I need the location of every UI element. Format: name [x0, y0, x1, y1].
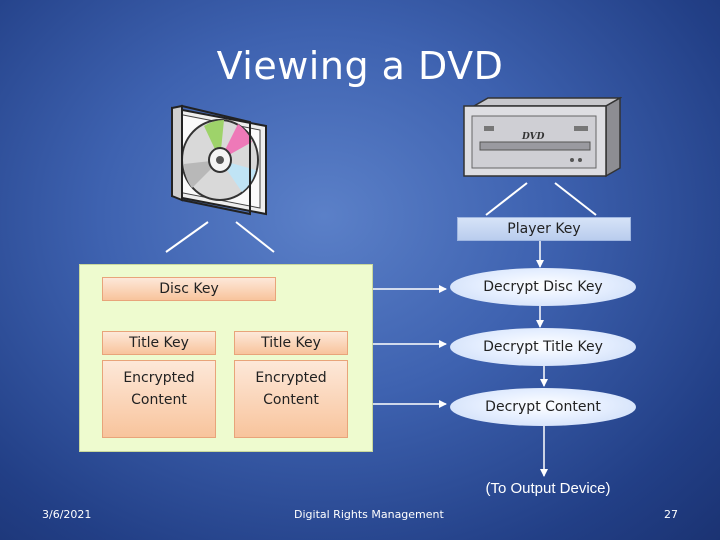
dvd-case-icon [164, 104, 274, 220]
player-key-box: Player Key [457, 217, 631, 241]
disc-key-box: Disc Key [102, 277, 276, 301]
case-link-line-right [236, 222, 274, 252]
encrypted-content-1-line2: Content [103, 389, 215, 411]
decrypt-content-step: Decrypt Content [450, 388, 636, 426]
footer-text: Digital Rights Management [294, 508, 444, 521]
dvd-player-icon: DVD [462, 96, 622, 180]
encrypted-content-2-line2: Content [235, 389, 347, 411]
output-device-label: (To Output Device) [460, 480, 636, 497]
dvd-logo: DVD [521, 132, 545, 142]
case-link-line-left [166, 222, 208, 252]
encrypted-content-2-line1: Encrypted [235, 367, 347, 389]
page-number: 27 [664, 508, 678, 521]
decrypt-title-key-step: Decrypt Title Key [450, 328, 636, 366]
encrypted-content-box-2: Encrypted Content [234, 360, 348, 438]
title-key-box-2: Title Key [234, 331, 348, 355]
title-key-box-1: Title Key [102, 331, 216, 355]
footer-date: 3/6/2021 [42, 508, 91, 521]
decrypt-disc-key-step: Decrypt Disc Key [450, 268, 636, 306]
player-link-line-right [555, 183, 596, 215]
encrypted-content-1-line1: Encrypted [103, 367, 215, 389]
encrypted-content-box-1: Encrypted Content [102, 360, 216, 438]
player-link-line-left [486, 183, 527, 215]
